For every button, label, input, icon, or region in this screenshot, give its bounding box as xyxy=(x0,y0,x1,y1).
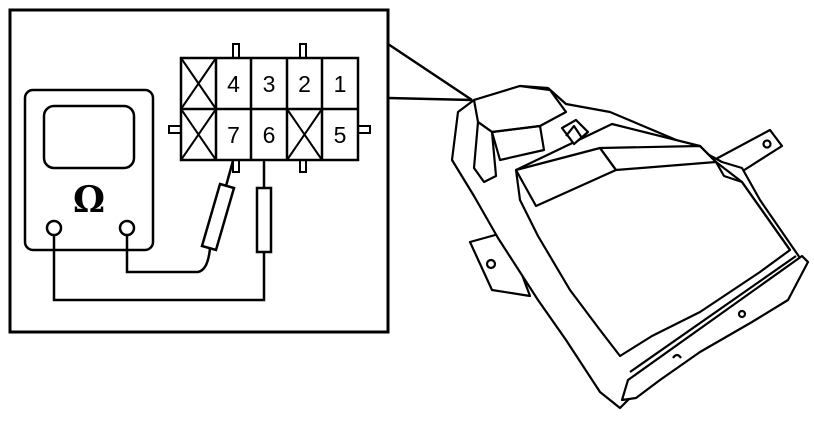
ohmmeter-terminal-right xyxy=(118,219,136,237)
pin-label-6: 6 xyxy=(263,122,276,148)
blank-cavity xyxy=(180,108,217,161)
meter-leads xyxy=(52,235,266,302)
pin-label-2: 2 xyxy=(298,71,311,97)
pin-label-4: 4 xyxy=(227,71,240,97)
connector-tab-bottom-right xyxy=(299,159,307,173)
pin-label-7: 7 xyxy=(227,122,240,148)
connector-tab-top-left xyxy=(232,43,240,59)
housing-front-face xyxy=(620,254,810,402)
pin-label-1: 1 xyxy=(334,71,347,97)
ohmmeter: Ω xyxy=(23,88,155,252)
connector-tab-right xyxy=(357,125,371,134)
blank-cavity xyxy=(180,57,217,110)
connector: 4 3 2 1 7 6 5 xyxy=(168,43,371,173)
mounting-bracket-side xyxy=(468,230,532,298)
ohmmeter-terminal-left xyxy=(45,219,63,237)
housing-latch xyxy=(560,118,590,146)
connector-tab-bottom-left xyxy=(232,159,240,173)
ohm-symbol: Ω xyxy=(73,179,105,221)
pin-label-5: 5 xyxy=(334,122,347,148)
connector-tab-left xyxy=(168,125,182,134)
component-housing xyxy=(450,84,810,410)
blank-cavity xyxy=(286,108,323,161)
ohmmeter-display xyxy=(42,104,136,170)
connector-tab-top-right xyxy=(299,43,307,59)
pin-label-3: 3 xyxy=(263,71,276,97)
callout-leader xyxy=(387,42,473,102)
